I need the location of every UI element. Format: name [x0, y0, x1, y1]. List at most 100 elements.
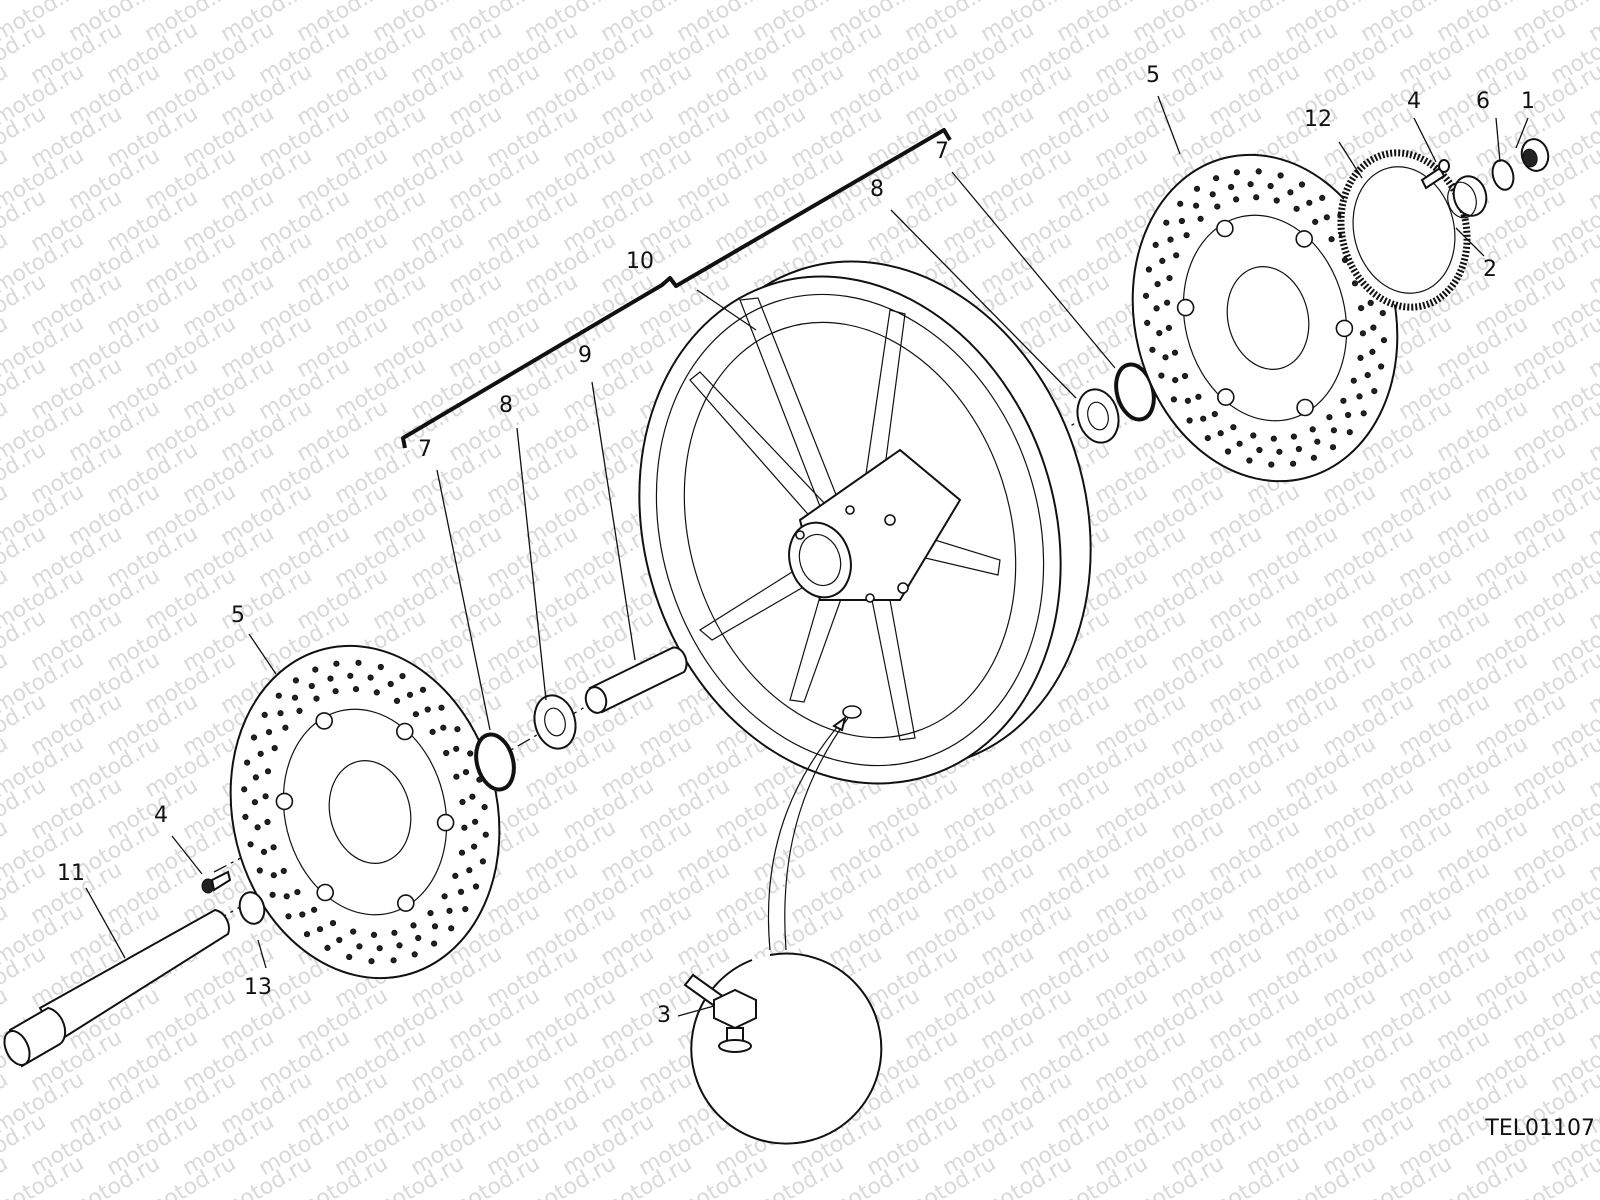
disc-hole — [1293, 205, 1300, 212]
disc-hole — [347, 672, 354, 679]
disc-hole — [1158, 372, 1165, 379]
disc-hole — [479, 858, 486, 865]
disc-hole — [1287, 189, 1294, 196]
disc-hole — [1197, 215, 1204, 222]
callout-3: 3 — [657, 1003, 671, 1028]
disc-hole — [406, 691, 414, 698]
disc-hole — [1273, 197, 1280, 204]
disc-hole — [1380, 337, 1388, 344]
disc-hole — [1236, 440, 1243, 447]
disc-hole — [419, 686, 427, 693]
disc-hole — [377, 663, 384, 671]
disc-hole — [270, 844, 277, 851]
disc-hole — [391, 929, 398, 936]
disc-hole — [1149, 346, 1156, 353]
disc-hole — [443, 749, 450, 757]
disc-hole — [462, 769, 470, 776]
disc-hole — [1162, 354, 1169, 361]
disc-hole — [1164, 299, 1171, 306]
disc-hole — [387, 680, 394, 688]
disc-hole — [1290, 460, 1297, 467]
disc-hole — [1195, 393, 1202, 400]
disc-bolt — [316, 883, 335, 902]
disc-hole — [1233, 169, 1241, 176]
disc-hole — [251, 799, 258, 806]
disc-hole — [1163, 219, 1170, 226]
disc-bolt — [1216, 219, 1234, 238]
disc-hole — [303, 931, 311, 938]
disc-hole — [466, 867, 473, 874]
disc-hole — [393, 697, 401, 705]
disc-hole — [1276, 448, 1283, 455]
disc-hole — [1369, 348, 1376, 355]
callout-4: 4 — [1407, 89, 1421, 114]
disc-hole — [1310, 454, 1318, 461]
disc-hole — [446, 907, 453, 914]
disc-hole — [1358, 305, 1365, 312]
disc-bolt — [1296, 398, 1314, 417]
disc-hole — [327, 675, 334, 682]
disc-hole — [356, 943, 363, 950]
disc-hole — [424, 706, 431, 713]
callout-13: 13 — [244, 975, 272, 1000]
disc-hole — [1364, 372, 1371, 379]
disc-hole — [241, 786, 248, 793]
disc-hole — [441, 893, 448, 900]
disc-hole — [265, 729, 273, 736]
disc-hole — [1350, 377, 1357, 384]
disc-bolt — [1335, 319, 1354, 338]
disc-hole — [1253, 194, 1260, 201]
disc-hole — [244, 759, 251, 766]
disc-hole — [440, 724, 447, 731]
disc-hole — [1167, 236, 1174, 243]
disc-hole — [1268, 461, 1275, 468]
disc-hole — [453, 745, 460, 752]
disc-hole — [1159, 257, 1166, 264]
disc-hole — [280, 867, 287, 875]
disc-hole — [411, 951, 418, 958]
disc-hole — [1145, 266, 1153, 273]
disc-hole — [471, 843, 478, 850]
disc-hole — [412, 711, 419, 718]
disc-hole — [1267, 182, 1274, 190]
disc-hole — [469, 793, 476, 800]
disc-hole — [1314, 438, 1321, 445]
disc-hole — [1367, 299, 1374, 306]
disc-hole — [1346, 429, 1353, 436]
disc-hole — [270, 872, 277, 879]
callout-11: 11 — [57, 861, 85, 886]
disc-hole — [316, 926, 324, 933]
disc-hole — [1204, 435, 1211, 442]
disc-hole — [481, 804, 488, 811]
disc-hole — [257, 750, 264, 757]
disc-hole — [482, 831, 489, 838]
disc-hole — [1356, 393, 1363, 400]
disc-hole — [1181, 372, 1189, 380]
callout-4: 4 — [154, 803, 168, 828]
disc-hole — [296, 707, 303, 715]
disc-hole — [1359, 330, 1367, 337]
disc-hole — [333, 660, 340, 667]
disc-hole — [250, 734, 258, 741]
disc-hole — [299, 911, 306, 918]
disc-hole — [1270, 435, 1277, 442]
disc-hole — [431, 940, 438, 947]
disc-hole — [452, 872, 459, 880]
disc-hole — [1326, 414, 1333, 421]
disc-hole — [448, 925, 455, 932]
disc-hole — [1171, 349, 1179, 356]
disc-hole — [454, 726, 461, 733]
disc-hole — [461, 824, 468, 831]
disc-hole — [410, 922, 417, 929]
disc-hole — [390, 957, 397, 964]
disc-hole — [1312, 218, 1319, 225]
disc-hole — [1298, 181, 1306, 188]
disc-hole — [336, 936, 343, 944]
disc-hole — [438, 704, 445, 711]
disc-hole — [1170, 396, 1178, 403]
disc-hole — [399, 673, 406, 680]
disc-hole — [285, 913, 292, 920]
disc-hole — [292, 677, 299, 684]
disc-hole — [1217, 430, 1224, 437]
